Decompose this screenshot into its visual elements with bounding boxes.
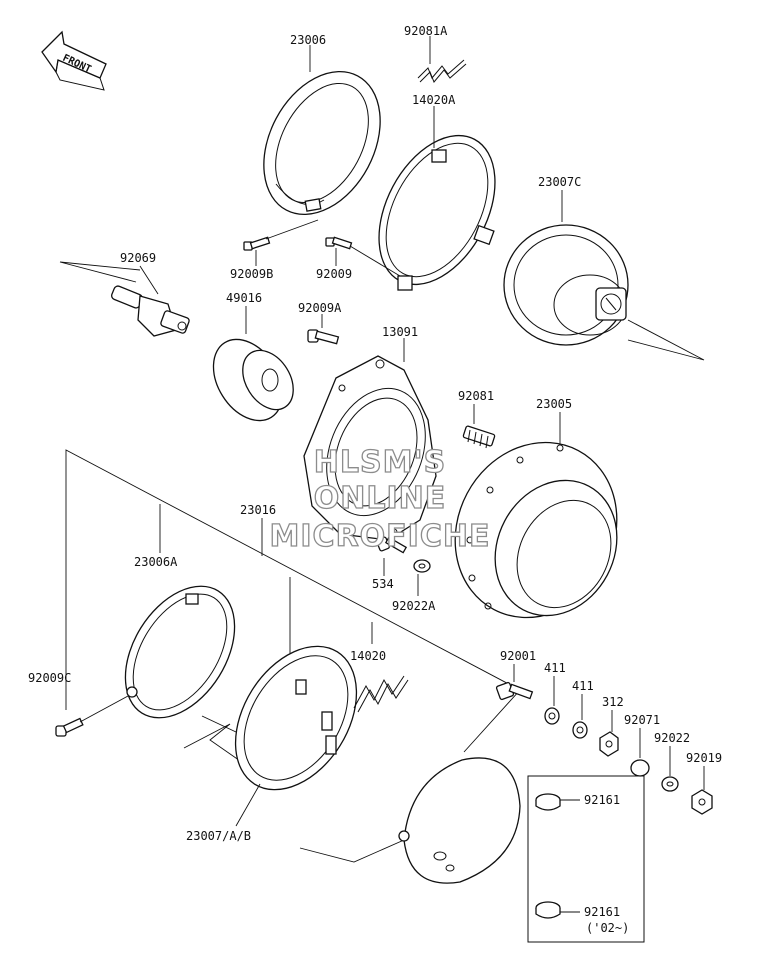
watermark-line-3: MICROFICHE (270, 519, 491, 554)
grommet-49016 (212, 306, 294, 422)
spring-14020 (353, 675, 409, 713)
label-14020: 14020 (350, 649, 386, 663)
bolt-92009 (325, 236, 401, 277)
label-23016: 23016 (240, 503, 276, 517)
label-92001: 92001 (500, 649, 536, 663)
part-labels: 23006 92081A 14020A 23007C 92069 92009B … (28, 24, 722, 935)
label-13091: 13091 (382, 325, 418, 339)
label-92161-a: 92161 (584, 793, 620, 807)
label-411-a: 411 (544, 661, 566, 675)
label-23006a: 23006A (134, 555, 178, 569)
nut-92019 (691, 766, 713, 815)
headlight-body-23005 (454, 412, 618, 619)
washer-411-b (572, 694, 588, 739)
label-92022a: 92022A (392, 599, 436, 613)
label-23007ab: 23007/A/B (186, 829, 251, 843)
parts-92161-box (527, 775, 645, 943)
label-92081a: 92081A (404, 24, 448, 38)
label-312: 312 (602, 695, 624, 709)
label-411-b: 411 (572, 679, 594, 693)
label-92009a: 92009A (298, 301, 342, 315)
watermark: HLSM'S ONLINE MICROFICHE (269, 444, 491, 554)
label-49016: 49016 (226, 291, 262, 305)
label-23005: 23005 (536, 397, 572, 411)
collar-92071 (630, 728, 650, 777)
front-direction-arrow: FRONT (41, 30, 107, 91)
lamp-unit-23007ab (234, 645, 358, 827)
label-92009c: 92009C (28, 671, 71, 685)
assembly-group-lines (65, 449, 521, 863)
label-14020a: 14020A (412, 93, 456, 107)
spring-clip-92081a (417, 36, 467, 83)
mounting-band-14020a (378, 106, 496, 291)
rim-23006 (263, 45, 381, 216)
watermark-line-2: ONLINE (314, 481, 447, 516)
bulb-92069 (59, 261, 190, 337)
label-92071: 92071 (624, 713, 660, 727)
label-92009b: 92009B (230, 267, 273, 281)
cap-92161-b (535, 901, 580, 919)
washer-92022a (413, 559, 431, 596)
label-92022: 92022 (654, 731, 690, 745)
label-92069: 92069 (120, 251, 156, 265)
label-23006: 23006 (290, 33, 326, 47)
washer-92022 (661, 746, 679, 792)
screw-92009c (55, 695, 129, 737)
bracket-13091 (303, 338, 437, 541)
label-23007c: 23007C (538, 175, 581, 189)
watermark-line-1: HLSM'S (314, 445, 446, 480)
screw-534 (376, 536, 408, 576)
washer-411-a (544, 676, 560, 725)
bolt-92009a (307, 314, 340, 345)
label-534: 534 (372, 577, 394, 591)
label-92161-b: 92161 (584, 905, 620, 919)
label-92009: 92009 (316, 267, 352, 281)
headlight-housing-23007c (503, 190, 705, 361)
headlight-dome-cover (398, 757, 521, 884)
bolt-92009b (243, 219, 319, 266)
cap-92161-a (535, 793, 580, 811)
label-92019: 92019 (686, 751, 722, 765)
nut-312 (599, 710, 619, 757)
label-92081: 92081 (458, 389, 494, 403)
bolt-92001 (495, 664, 534, 701)
label-92161-b-note: ('02~) (586, 921, 629, 935)
rim-23006a (124, 585, 236, 719)
spring-92081 (462, 404, 496, 449)
